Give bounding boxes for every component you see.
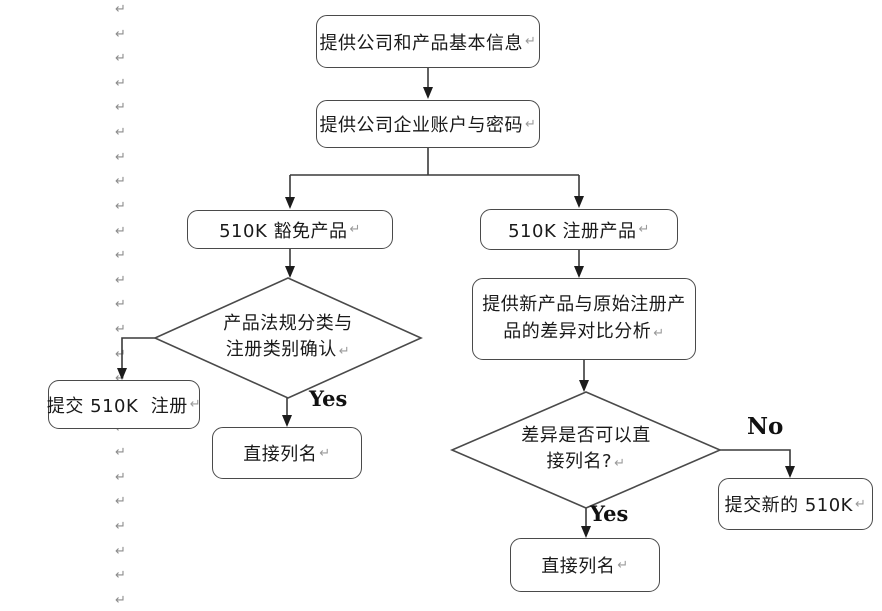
diamond-classify-line1: 产品法规分类与 xyxy=(223,313,353,334)
node-exempt-label: 510K 豁免产品 xyxy=(219,220,348,242)
node-diff-analysis[interactable]: 提供新产品与原始注册产 品的差异对比分析↵ xyxy=(472,278,696,360)
diamond-classify-line2: 注册类别确认↵ xyxy=(225,339,351,360)
return-mark-icon: ↵ xyxy=(525,116,537,132)
arrowhead-to-submit510k xyxy=(117,368,127,380)
diamond-diff-line1: 差异是否可以直 xyxy=(521,425,651,446)
return-mark-icon: ↵ xyxy=(189,397,202,412)
return-mark-icon: ↵ xyxy=(115,297,126,313)
node-start-label: 提供公司和产品基本信息 xyxy=(319,32,524,54)
return-mark-icon: ↵ xyxy=(638,222,650,237)
return-mark-icon: ↵ xyxy=(115,445,126,461)
return-mark-icon: ↵ xyxy=(115,494,126,510)
return-mark-icon: ↵ xyxy=(115,174,126,190)
arrowhead-to-submit-new xyxy=(785,466,795,478)
return-mark-icon: ↵ xyxy=(115,51,126,67)
return-mark-icon: ↵ xyxy=(115,149,126,165)
arrowhead-to-decision xyxy=(579,380,589,392)
edge-label-yes-right: Yes xyxy=(590,501,629,526)
node-submit-510k-label: 提交 510K 注册 xyxy=(46,395,188,417)
return-mark-icon: ↵ xyxy=(854,496,867,512)
return-mark-icon: ↵ xyxy=(115,100,126,116)
return-mark-icon: ↵ xyxy=(115,248,126,264)
return-mark-icon: ↵ xyxy=(617,557,629,573)
node-direct-list-right-label: 直接列名 xyxy=(541,556,616,577)
return-mark-icon: ↵ xyxy=(614,456,626,471)
return-mark-icon: ↵ xyxy=(115,346,126,362)
return-mark-icon: ↵ xyxy=(115,125,126,141)
node-submit-510k[interactable]: 提交 510K 注册↵ xyxy=(46,380,202,429)
node-registered-label: 510K 注册产品 xyxy=(508,220,637,242)
node-registered[interactable]: 510K 注册产品↵ xyxy=(480,209,678,250)
edge-label-yes-left: Yes xyxy=(309,386,348,411)
return-mark-icon: ↵ xyxy=(115,322,126,338)
arrowhead-to-exempt xyxy=(285,197,295,209)
diamond-diff-decision[interactable] xyxy=(449,391,723,509)
return-mark-icon: ↵ xyxy=(319,445,331,461)
return-mark-icon: ↵ xyxy=(115,469,126,485)
node-direct-list-left-label: 直接列名 xyxy=(243,444,318,465)
node-exempt[interactable]: 510K 豁免产品↵ xyxy=(187,210,393,249)
return-mark-icon: ↵ xyxy=(338,344,351,359)
return-mark-icon: ↵ xyxy=(115,592,126,608)
node-start[interactable]: 提供公司和产品基本信息↵ xyxy=(316,15,540,68)
arrowhead-to-diff xyxy=(574,266,584,278)
return-mark-icon: ↵ xyxy=(115,543,126,559)
node-submit-new-510k[interactable]: 提交新的 510K↵ xyxy=(718,478,873,530)
connector-classify-to-submit510k xyxy=(121,337,155,373)
node-account-label: 提供公司企业账户与密码 xyxy=(319,115,524,136)
node-diff-analysis-line2: 品的差异对比分析↵ xyxy=(503,321,665,342)
node-diff-analysis-line1: 提供新产品与原始注册产 xyxy=(482,294,686,315)
return-mark-icon: ↵ xyxy=(115,371,126,387)
diamond-diff-label: 差异是否可以直 接列名?↵ xyxy=(486,412,686,488)
arrowhead-to-direct-right xyxy=(581,526,591,538)
return-mark-icon: ↵ xyxy=(115,2,126,17)
diamond-diff-line2: 接列名?↵ xyxy=(546,451,626,472)
return-mark-icon: ↵ xyxy=(525,34,537,49)
return-mark-icon: ↵ xyxy=(115,198,126,214)
arrowhead-to-direct-left xyxy=(282,415,292,427)
return-mark-icon: ↵ xyxy=(115,223,126,239)
return-mark-icon: ↵ xyxy=(349,222,361,237)
arrowhead-to-classify xyxy=(285,266,295,278)
node-account[interactable]: 提供公司企业账户与密码↵ xyxy=(316,100,540,148)
diamond-classify-decision[interactable] xyxy=(153,277,423,399)
arrowhead-to-registered xyxy=(574,196,584,208)
node-direct-list-right[interactable]: 直接列名↵ xyxy=(510,538,660,592)
node-direct-list-left[interactable]: 直接列名↵ xyxy=(212,427,362,479)
edge-label-no: No xyxy=(747,413,784,440)
return-mark-icon: ↵ xyxy=(115,272,126,288)
arrowhead-to-account xyxy=(423,87,433,99)
connector-account-split xyxy=(289,148,580,202)
connector-decision-no xyxy=(720,449,791,471)
return-mark-icon: ↵ xyxy=(115,568,126,584)
return-mark-icon: ↵ xyxy=(115,75,126,91)
diamond-classify-label: 产品法规分类与 注册类别确认↵ xyxy=(188,300,388,376)
node-submit-new-510k-label: 提交新的 510K xyxy=(724,495,853,516)
return-mark-icon: ↵ xyxy=(115,26,126,42)
return-mark-icon: ↵ xyxy=(653,326,665,341)
return-mark-icon: ↵ xyxy=(115,519,126,535)
